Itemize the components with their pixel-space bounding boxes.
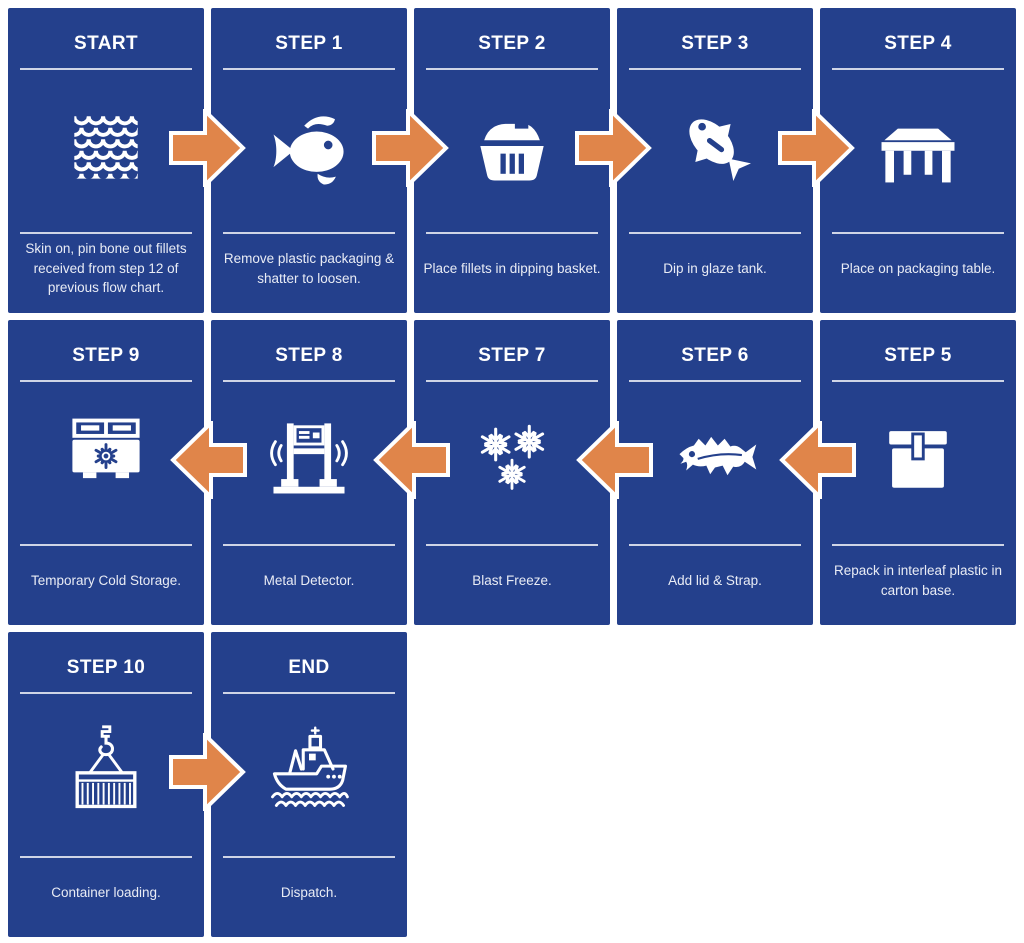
flow-arrow-left	[778, 421, 856, 499]
card-description-area: Blast Freeze.	[414, 546, 610, 625]
card-description-area: Metal Detector.	[211, 546, 407, 625]
card-description: Temporary Cold Storage.	[30, 572, 182, 588]
description-divider	[426, 232, 598, 234]
card-step-4: STEP 4 Place on packaging table.	[820, 8, 1016, 313]
cod-fish-icon	[617, 382, 813, 532]
description-divider	[629, 232, 801, 234]
title-divider	[426, 380, 598, 382]
description-divider	[629, 544, 801, 546]
card-title: STEP 9	[72, 345, 140, 366]
flow-arrow-right	[168, 109, 247, 187]
title-divider	[20, 68, 192, 70]
card-title: STEP 6	[681, 345, 749, 366]
dipping-basket-icon	[414, 70, 610, 220]
card-description: Repack in interleaf plastic in carton ba…	[833, 562, 1003, 598]
card-description: Dispatch.	[280, 884, 338, 900]
title-divider	[20, 380, 192, 382]
description-divider	[20, 232, 192, 234]
title-divider	[223, 692, 395, 694]
card-title: STEP 10	[66, 657, 146, 678]
description-divider	[20, 856, 192, 858]
title-divider	[426, 68, 598, 70]
card-description-area: Add lid & Strap.	[617, 546, 813, 625]
flow-arrow-right	[168, 733, 247, 811]
description-divider	[223, 856, 395, 858]
card-description-area: Temporary Cold Storage.	[8, 546, 204, 625]
description-divider	[832, 232, 1004, 234]
card-title: STEP 3	[681, 33, 749, 54]
card-description: Dip in glaze tank.	[663, 260, 767, 276]
card-description-area: Dispatch.	[211, 858, 407, 937]
flow-arrow-left	[372, 421, 450, 499]
glaze-dip-fish-icon	[617, 70, 813, 220]
description-divider	[426, 544, 598, 546]
card-description: Container loading.	[51, 884, 161, 900]
card-step-8: STEP 8 Metal Detector.	[211, 320, 407, 625]
card-description: Skin on, pin bone out fillets received f…	[25, 241, 187, 296]
metal-detector-icon	[211, 382, 407, 532]
title-divider	[223, 380, 395, 382]
card-description-area: Dip in glaze tank.	[617, 234, 813, 313]
flow-arrow-left	[169, 421, 247, 499]
card-description-area: Skin on, pin bone out fillets received f…	[8, 234, 204, 313]
fishing-net-icon	[8, 70, 204, 220]
card-title: STEP 7	[478, 345, 546, 366]
card-end: END Dispatch.	[211, 632, 407, 937]
cold-storage-icon	[8, 382, 204, 532]
flow-arrow-left	[575, 421, 653, 499]
carton-box-icon	[820, 382, 1016, 532]
cargo-ship-icon	[211, 694, 407, 844]
card-title: START	[74, 33, 138, 54]
card-description-area: Place on packaging table.	[820, 234, 1016, 313]
card-description: Metal Detector.	[263, 572, 355, 588]
description-divider	[223, 544, 395, 546]
shipping-container-icon	[8, 694, 204, 844]
packaging-table-icon	[820, 70, 1016, 220]
card-description: Add lid & Strap.	[668, 572, 762, 588]
card-description-area: Container loading.	[8, 858, 204, 937]
title-divider	[629, 380, 801, 382]
snowflakes-icon	[414, 382, 610, 532]
title-divider	[832, 380, 1004, 382]
flow-arrow-right	[371, 109, 450, 187]
card-title: STEP 4	[884, 33, 952, 54]
card-description: Remove plastic packaging & shatter to lo…	[223, 250, 395, 286]
card-description-area: Repack in interleaf plastic in carton ba…	[820, 546, 1016, 625]
card-description-area: Remove plastic packaging & shatter to lo…	[211, 234, 407, 313]
title-divider	[629, 68, 801, 70]
description-divider	[223, 232, 395, 234]
description-divider	[20, 544, 192, 546]
card-description: Blast Freeze.	[472, 572, 552, 588]
flow-arrow-right	[777, 109, 856, 187]
card-title: STEP 5	[884, 345, 952, 366]
fish-icon	[211, 70, 407, 220]
card-step-9: STEP 9 Temporary Cold Storage.	[8, 320, 204, 625]
card-description-area: Place fillets in dipping basket.	[414, 234, 610, 313]
card-title: END	[288, 657, 330, 678]
card-description: Place fillets in dipping basket.	[423, 260, 601, 276]
card-title: STEP 8	[275, 345, 343, 366]
title-divider	[223, 68, 395, 70]
flow-arrow-right	[574, 109, 653, 187]
title-divider	[832, 68, 1004, 70]
card-title: STEP 2	[478, 33, 546, 54]
description-divider	[832, 544, 1004, 546]
card-description: Place on packaging table.	[840, 260, 996, 276]
card-title: STEP 1	[275, 33, 343, 54]
title-divider	[20, 692, 192, 694]
